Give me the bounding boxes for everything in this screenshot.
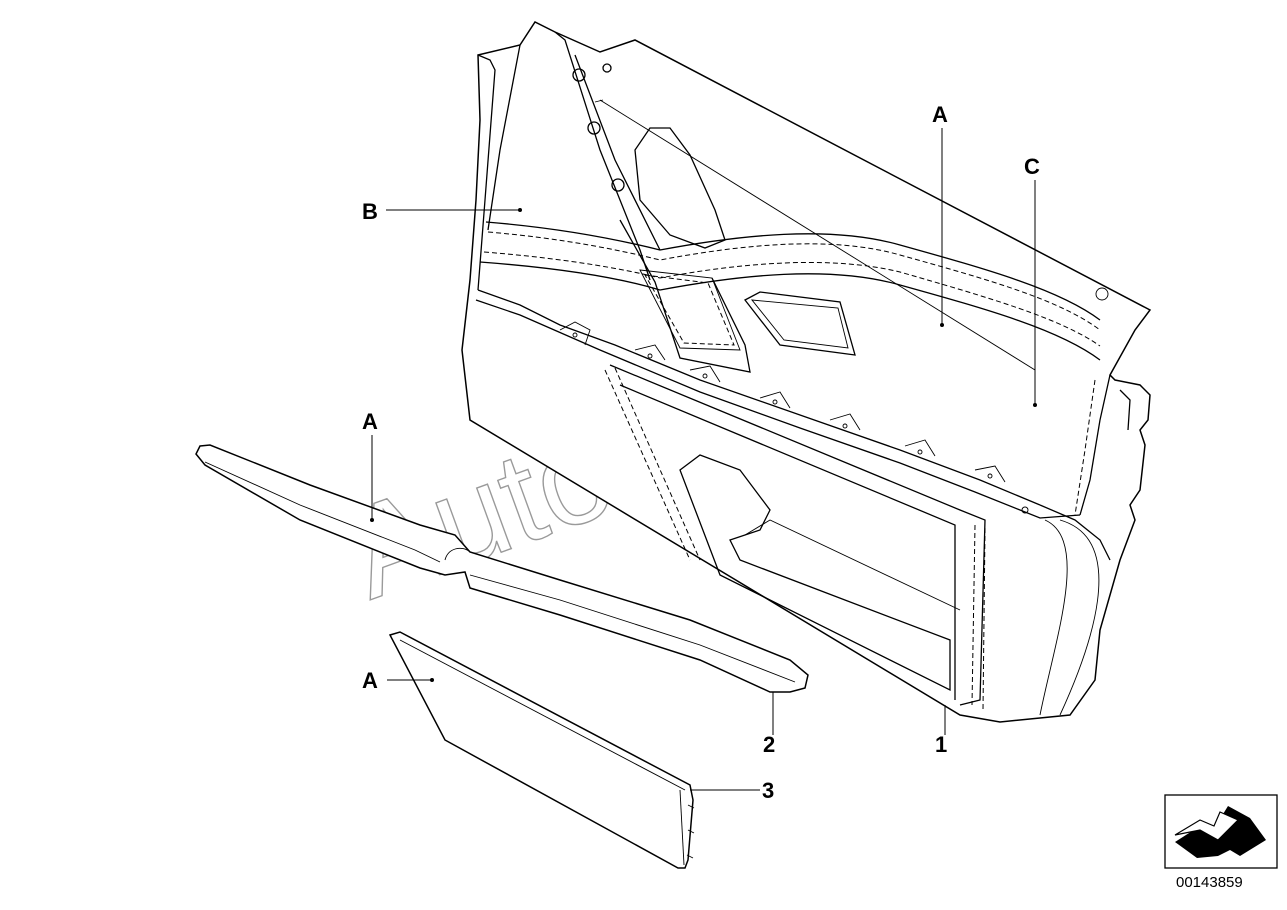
front-arrow-icon (1164, 794, 1278, 869)
door-trim-panel (461, 21, 1152, 723)
mounting-clips (559, 287, 1109, 514)
part-number: 00143859 (1176, 874, 1243, 891)
callout-a-bottom: A (362, 668, 378, 693)
callout-c: C (1024, 154, 1040, 179)
callout-a-top: A (932, 102, 948, 127)
callout-part-1: 1 (935, 732, 947, 757)
leader-lines (370, 128, 1037, 791)
callout-b: B (362, 199, 378, 224)
armrest-trim-strip (195, 444, 809, 693)
callout-a-left: A (362, 409, 378, 434)
callout-part-2: 2 (763, 732, 775, 757)
lower-trim-strip (388, 631, 695, 869)
callout-part-3: 3 (762, 778, 774, 803)
